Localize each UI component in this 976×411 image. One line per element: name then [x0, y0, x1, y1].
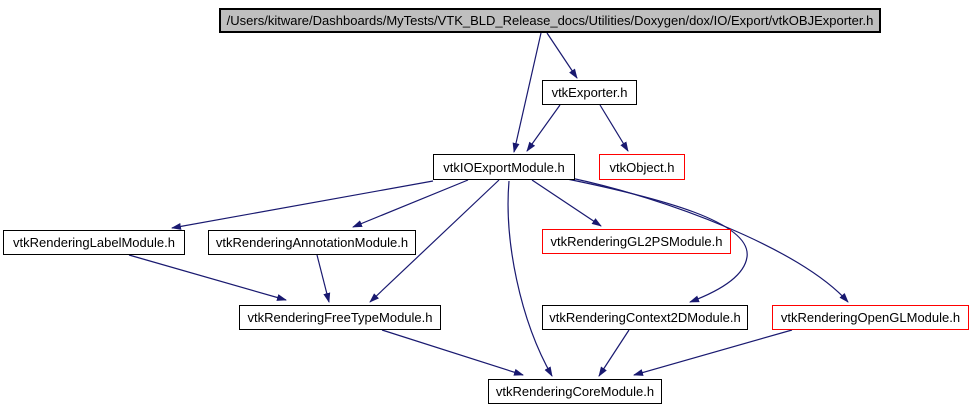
edge-vtkIOExportModule-to-vtkRenderingGL2PSModule [531, 179, 602, 227]
edge-vtkIOExportModule-to-vtkRenderingOpenGLModule [570, 177, 849, 303]
graph-node-vtkRenderingCoreModule[interactable]: vtkRenderingCoreModule.h [488, 379, 662, 404]
edge-root-to-vtkExporter [546, 32, 578, 79]
graph-node-vtkExporter[interactable]: vtkExporter.h [542, 80, 637, 105]
edge-vtkExporter-to-vtkIOExportModule [526, 104, 561, 152]
edge-vtkRenderingFreeTypeModule-to-vtkRenderingCoreModule [381, 329, 524, 376]
graph-node-vtkRenderingOpenGLModule[interactable]: vtkRenderingOpenGLModule.h [772, 305, 969, 330]
graph-node-vtkRenderingAnnotationModule[interactable]: vtkRenderingAnnotationModule.h [208, 230, 416, 255]
edge-vtkIOExportModule-to-vtkRenderingAnnotationModule [352, 179, 469, 228]
graph-node-vtkRenderingFreeTypeModule[interactable]: vtkRenderingFreeTypeModule.h [239, 305, 441, 330]
edge-vtkRenderingContext2DModule-to-vtkRenderingCoreModule [598, 329, 630, 377]
edge-vtkIOExportModule-to-vtkRenderingFreeTypeModule [369, 179, 500, 303]
graph-node-vtkRenderingGL2PSModule[interactable]: vtkRenderingGL2PSModule.h [542, 229, 731, 254]
graph-node-vtkRenderingLabelModule[interactable]: vtkRenderingLabelModule.h [3, 230, 185, 255]
graph-node-vtkObject[interactable]: vtkObject.h [599, 154, 685, 180]
edge-root-to-vtkIOExportModule [512, 32, 542, 153]
edge-vtkExporter-to-vtkObject [599, 104, 629, 152]
edge-vtkRenderingLabelModule-to-vtkRenderingFreeTypeModule [128, 254, 287, 301]
edge-vtkIOExportModule-to-vtkRenderingLabelModule [171, 180, 434, 230]
edge-vtkRenderingOpenGLModule-to-vtkRenderingCoreModule [633, 329, 793, 376]
graph-node-vtkIOExportModule[interactable]: vtkIOExportModule.h [433, 154, 575, 180]
graph-node-root-vtkOBJExporter: /Users/kitware/Dashboards/MyTests/VTK_BL… [219, 8, 881, 33]
edge-vtkIOExportModule-to-vtkRenderingCoreModule [507, 180, 553, 377]
graph-node-vtkRenderingContext2DModule[interactable]: vtkRenderingContext2DModule.h [542, 305, 748, 330]
edge-vtkRenderingAnnotationModule-to-vtkRenderingFreeTypeModule [316, 254, 331, 303]
